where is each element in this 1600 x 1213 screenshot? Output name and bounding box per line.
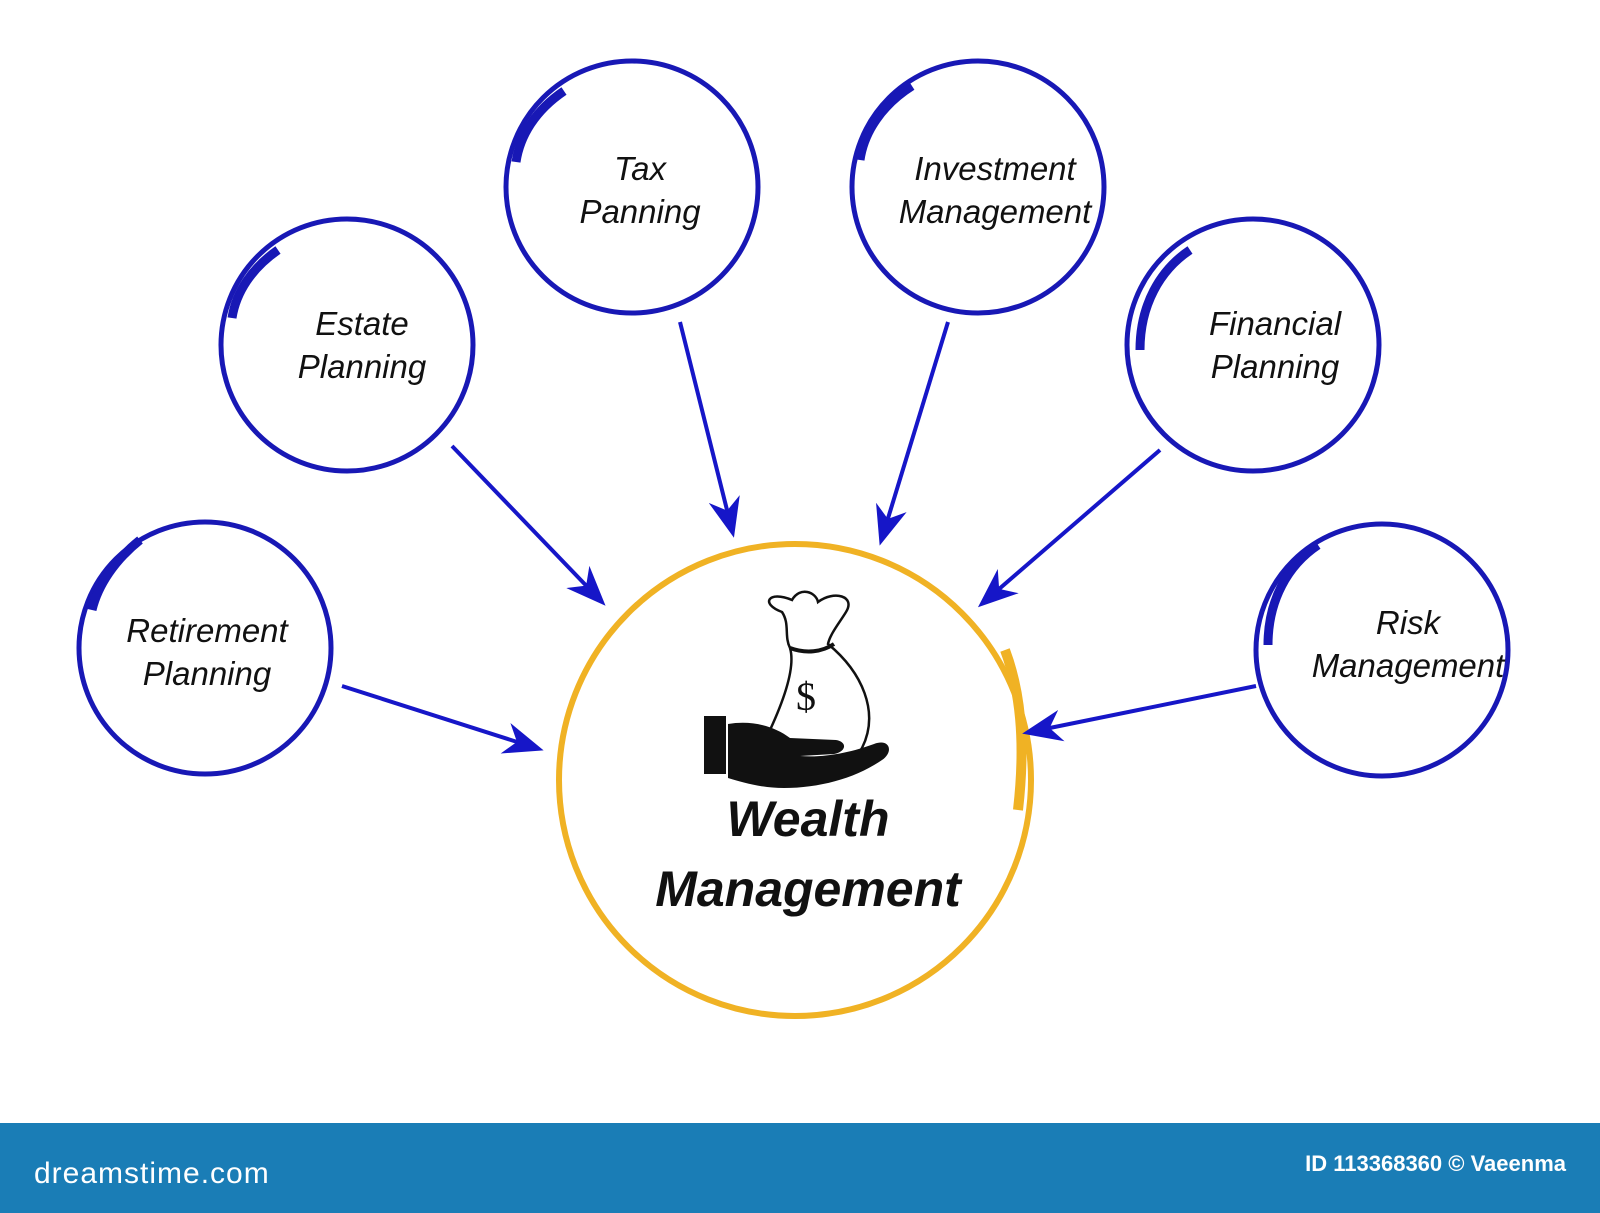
money-symbol: $ — [796, 674, 816, 719]
node-label-line1: Risk — [1375, 604, 1441, 641]
node-circles — [76, 58, 1511, 779]
node-label-line1: Estate — [315, 305, 409, 342]
node-label-line1: Retirement — [126, 612, 288, 649]
node-label-line1: Tax — [614, 150, 666, 187]
money-bag-tie — [789, 642, 836, 654]
node-label-line2: Planning — [142, 655, 272, 692]
node-label-line2: Management — [898, 193, 1092, 230]
node-circle-tax-panning-mark — [511, 87, 567, 163]
center-title: Wealth Management — [655, 784, 961, 924]
node-label-tax-panning: Tax Panning — [579, 147, 700, 233]
node-circle-financial-planning — [1124, 216, 1382, 474]
node-label-investment-management: Investment Management — [899, 147, 1092, 233]
node-circle-retirement-planning-mark — [87, 536, 143, 612]
node-circle-estate-planning-mark — [227, 246, 281, 319]
image-id: ID 113368360 © Vaeenma — [1305, 1151, 1566, 1176]
center-circle — [556, 541, 1034, 1019]
node-label-line2: Panning — [579, 193, 701, 230]
diagram-graphics: $ — [76, 58, 1511, 1019]
hand-holding-money-bag-icon: $ — [704, 590, 889, 788]
hand-palm — [728, 722, 889, 788]
node-circle-risk-management — [1253, 521, 1511, 779]
node-circle-estate-planning — [218, 216, 476, 474]
arrow-tax-panning — [678, 321, 740, 538]
node-label-line2: Management — [1311, 647, 1505, 684]
node-label-line1: Financial — [1208, 305, 1342, 342]
arrow-investment-management — [876, 321, 950, 546]
hand-cuff — [704, 716, 726, 774]
node-label-line1: Investment — [914, 150, 1076, 187]
node-label-retirement-planning: Retirement Planning — [126, 609, 287, 695]
node-circle-tax-panning — [503, 58, 761, 316]
node-label-line2: Planning — [1210, 348, 1340, 385]
dreamstime-logo: dreamstime.com — [34, 1157, 270, 1190]
footer-bar: dreamstime.com ID 113368360 © Vaeenma — [0, 1123, 1600, 1213]
arrows — [341, 321, 1257, 754]
node-label-financial-planning: Financial Planning — [1209, 302, 1341, 388]
money-bag-icon — [762, 590, 871, 770]
node-label-risk-management: Risk Management — [1312, 601, 1505, 687]
node-label-line2: Planning — [297, 348, 427, 385]
center-title-line1: Wealth — [726, 791, 890, 847]
node-circle-retirement-planning — [76, 519, 334, 777]
wealth-management-diagram: $ Retirement Planning Estate Planning Ta… — [76, 58, 1511, 1019]
arrow-financial-planning — [977, 448, 1162, 608]
node-circle-investment-management — [849, 58, 1107, 316]
node-circle-financial-planning-mark — [1135, 246, 1193, 351]
node-label-estate-planning: Estate Planning — [298, 302, 426, 388]
center-circle-mark — [1000, 648, 1027, 811]
arrow-estate-planning — [450, 444, 606, 606]
arrow-risk-management — [1022, 684, 1257, 742]
center-circle-group — [556, 541, 1034, 1019]
center-title-line2: Management — [655, 861, 961, 917]
node-circle-investment-management-mark — [855, 82, 915, 161]
node-circle-risk-management-mark — [1263, 541, 1321, 646]
arrow-retirement-planning — [341, 684, 544, 754]
